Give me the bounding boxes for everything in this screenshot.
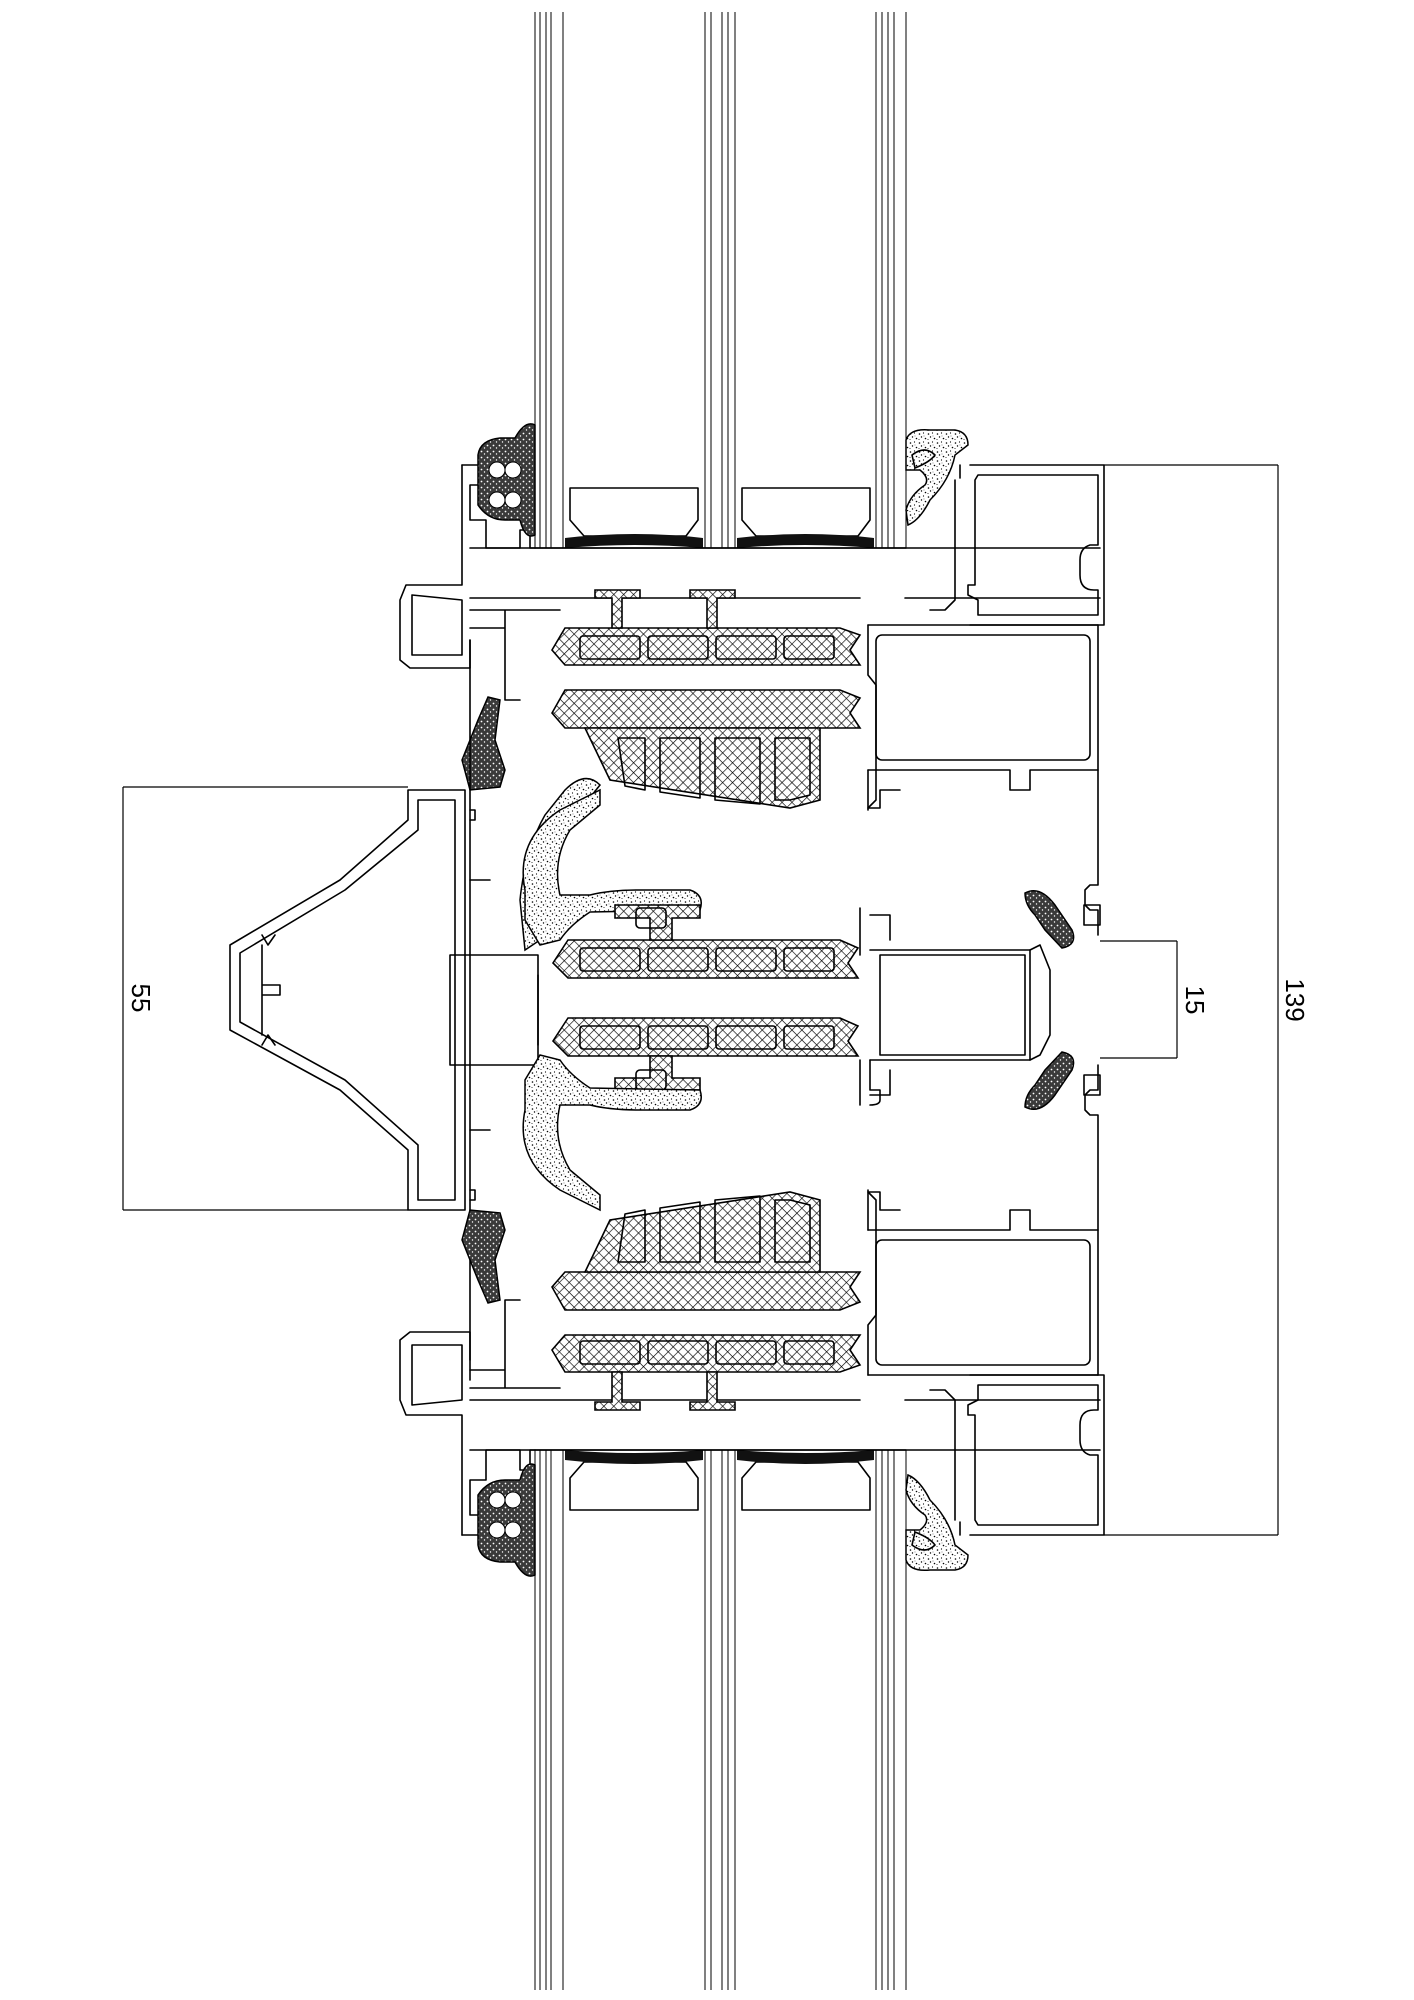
inner-frame-bottom — [969, 1374, 1105, 1536]
thermal-fin-top-2 — [689, 589, 736, 629]
glass-pane-middle-top — [704, 12, 736, 548]
thermal-fin-bottom-2 — [689, 1371, 736, 1411]
polyamide-strip-bottom-1 — [551, 1334, 862, 1373]
center-seal-top-cord — [1024, 890, 1075, 949]
mullion-inner-box — [869, 949, 1031, 1061]
polyamide-strip-bottom-2 — [551, 1271, 862, 1311]
glazing-gasket-outer-top — [477, 423, 536, 537]
insulating-chamber-top — [583, 727, 821, 809]
dimension-overall: 139 — [1104, 464, 1310, 1536]
thermal-fin-bottom-1 — [594, 1371, 641, 1411]
glazing-bottom — [534, 1449, 907, 1990]
center-mullion — [449, 639, 1051, 1381]
spacer-top-left — [569, 487, 699, 537]
polyamide-strip-center-2 — [551, 1017, 860, 1057]
glazing-gasket-inner-bottom — [905, 1473, 969, 1572]
spacer-bottom-right — [741, 1461, 871, 1511]
secondary-seal-bottom-2 — [737, 1450, 874, 1464]
glazing-top — [534, 12, 907, 549]
dimension-left: 55 — [122, 786, 408, 1211]
inner-frame-chamber-top — [867, 624, 1099, 791]
glazing-gasket-outer-bottom — [477, 1463, 536, 1577]
glazing-gasket-inner-top — [905, 428, 969, 527]
inner-frame-chamber-bottom — [867, 1209, 1099, 1376]
secondary-seal-top — [565, 534, 703, 548]
thermal-fin-center-upper — [614, 904, 701, 941]
thermal-fin-top-1 — [594, 589, 641, 629]
sash-top — [399, 464, 1105, 936]
left-cover-profile — [229, 789, 466, 1211]
spacer-top-right — [741, 487, 871, 537]
polyamide-strip-center-1 — [551, 939, 860, 979]
insulating-chamber-bottom — [583, 1191, 821, 1273]
glass-pane-inner-bottom — [875, 1450, 907, 1990]
sash-bottom — [399, 1064, 1105, 1536]
seals-top — [461, 423, 1101, 952]
dimension-label-139: 139 — [1280, 978, 1310, 1021]
polyamide-strip-top-2 — [551, 689, 862, 729]
thermal-break-bottom — [551, 1191, 862, 1411]
dimension-gap: 15 — [1100, 940, 1210, 1059]
thermal-fin-center-lower — [614, 1055, 701, 1091]
dimension-label-15: 15 — [1180, 986, 1210, 1015]
inner-frame-top — [969, 464, 1105, 626]
center-seal-bottom-cord — [1024, 1051, 1075, 1110]
glass-pane-middle-bottom — [704, 1450, 736, 1990]
dimension-label-55: 55 — [126, 984, 156, 1013]
cover-profile-outline — [229, 789, 466, 1211]
thermal-break-top — [551, 589, 862, 809]
secondary-seal-top-2 — [737, 534, 874, 548]
sash-seal-outer-top — [461, 696, 506, 791]
sash-seal-outer-bottom — [461, 1209, 506, 1304]
spacer-bottom-left — [569, 1461, 699, 1511]
glass-pane-inner-top — [875, 12, 907, 548]
center-gasket-bottom-body — [522, 1054, 702, 1212]
seals-bottom — [461, 1051, 1101, 1577]
secondary-seal-bottom — [565, 1450, 703, 1464]
glass-pane-outer-top — [534, 12, 564, 548]
polyamide-strip-top-1 — [551, 627, 862, 666]
glass-pane-outer-bottom — [534, 1450, 564, 1990]
